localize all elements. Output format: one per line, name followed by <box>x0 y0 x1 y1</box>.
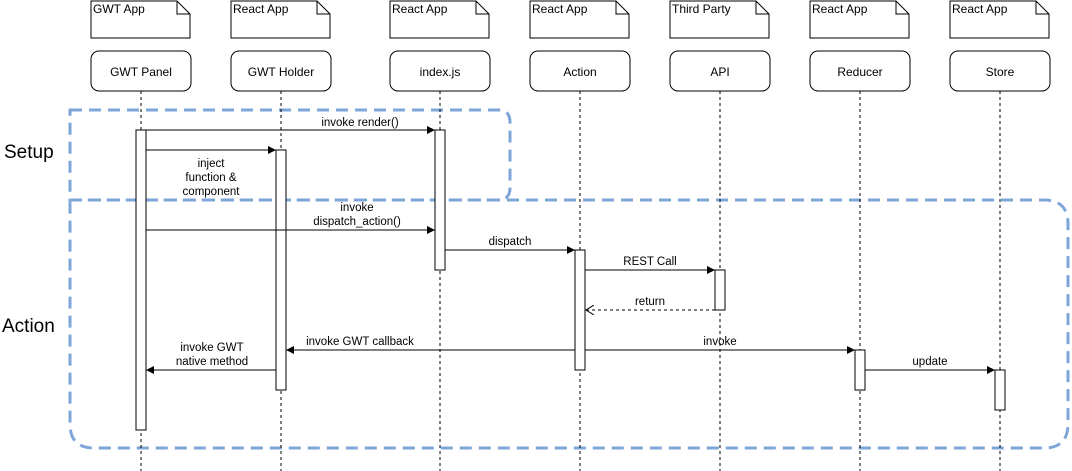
message-label: invoke GWT <box>180 342 243 354</box>
message-label: invoke <box>340 202 373 214</box>
message-label: invoke GWT callback <box>306 336 414 348</box>
action-frame <box>68 198 1070 450</box>
participant-name: index.js <box>420 65 461 79</box>
participant-name: GWT Panel <box>110 65 172 79</box>
tag-icon <box>949 0 1050 39</box>
message-label: invoke <box>703 336 736 348</box>
activation-bar <box>434 129 446 271</box>
participant-name: Action <box>563 65 596 79</box>
message-invoke: invoke <box>585 336 855 354</box>
activation-bar <box>714 269 726 311</box>
message-invoke-dispatch-action: invoke dispatch_action() <box>146 202 435 234</box>
participant-index-js: React App index.js <box>389 0 491 471</box>
message-return: return <box>586 296 715 310</box>
tag-icon <box>90 0 191 39</box>
participant-name: Reducer <box>837 65 882 79</box>
message-dispatch: dispatch <box>445 236 575 254</box>
phase-label-action: Action <box>2 316 55 337</box>
phase-label-setup: Setup <box>4 142 54 163</box>
activation-bar <box>275 149 287 391</box>
message-label: component <box>183 186 241 198</box>
participant-api: Third Party API <box>669 0 771 471</box>
message-label: inject <box>198 158 226 170</box>
participant-name: API <box>710 65 729 79</box>
message-label: REST Call <box>623 256 676 268</box>
message-label: return <box>635 296 665 308</box>
tag-icon <box>669 0 770 39</box>
message-invoke-gwt-native-method: invoke GWT native method <box>146 342 276 374</box>
participant-tag: React App <box>392 2 448 16</box>
participant-tag: Third Party <box>672 2 731 16</box>
tag-icon <box>389 0 490 39</box>
message-label: dispatch_action() <box>313 216 401 228</box>
message-label: update <box>912 356 947 368</box>
message-invoke-gwt-callback: invoke GWT callback <box>286 336 575 354</box>
participant-store: React App Store <box>949 0 1051 471</box>
tag-icon <box>230 0 331 39</box>
tag-icon <box>529 0 630 39</box>
message-inject: inject function & component <box>146 146 276 198</box>
activation-bar <box>135 129 147 431</box>
activation-bar <box>994 369 1006 411</box>
message-update: update <box>865 356 995 374</box>
participant-tag: React App <box>952 2 1008 16</box>
participant-name: Store <box>986 65 1015 79</box>
participant-tag: React App <box>233 2 289 16</box>
tag-icon <box>809 0 910 39</box>
message-rest-call: REST Call <box>585 256 715 274</box>
activation-bar <box>574 249 586 371</box>
participant-name: GWT Holder <box>248 65 314 79</box>
setup-frame <box>68 108 512 202</box>
participant-gwt-holder: React App GWT Holder <box>230 0 332 471</box>
participant-tag: React App <box>532 2 588 16</box>
participant-action: React App Action <box>529 0 631 471</box>
participant-reducer: React App Reducer <box>809 0 911 471</box>
message-label: function & <box>185 172 236 184</box>
participant-gwt-panel: GWT App GWT Panel <box>90 0 192 471</box>
participant-tag: GWT App <box>93 2 145 16</box>
message-label: invoke render() <box>321 117 399 129</box>
message-label: native method <box>176 356 248 368</box>
message-label: dispatch <box>489 236 532 248</box>
participant-tag: React App <box>812 2 868 16</box>
activation-bar <box>854 349 866 391</box>
message-invoke-render: invoke render() <box>146 117 435 134</box>
